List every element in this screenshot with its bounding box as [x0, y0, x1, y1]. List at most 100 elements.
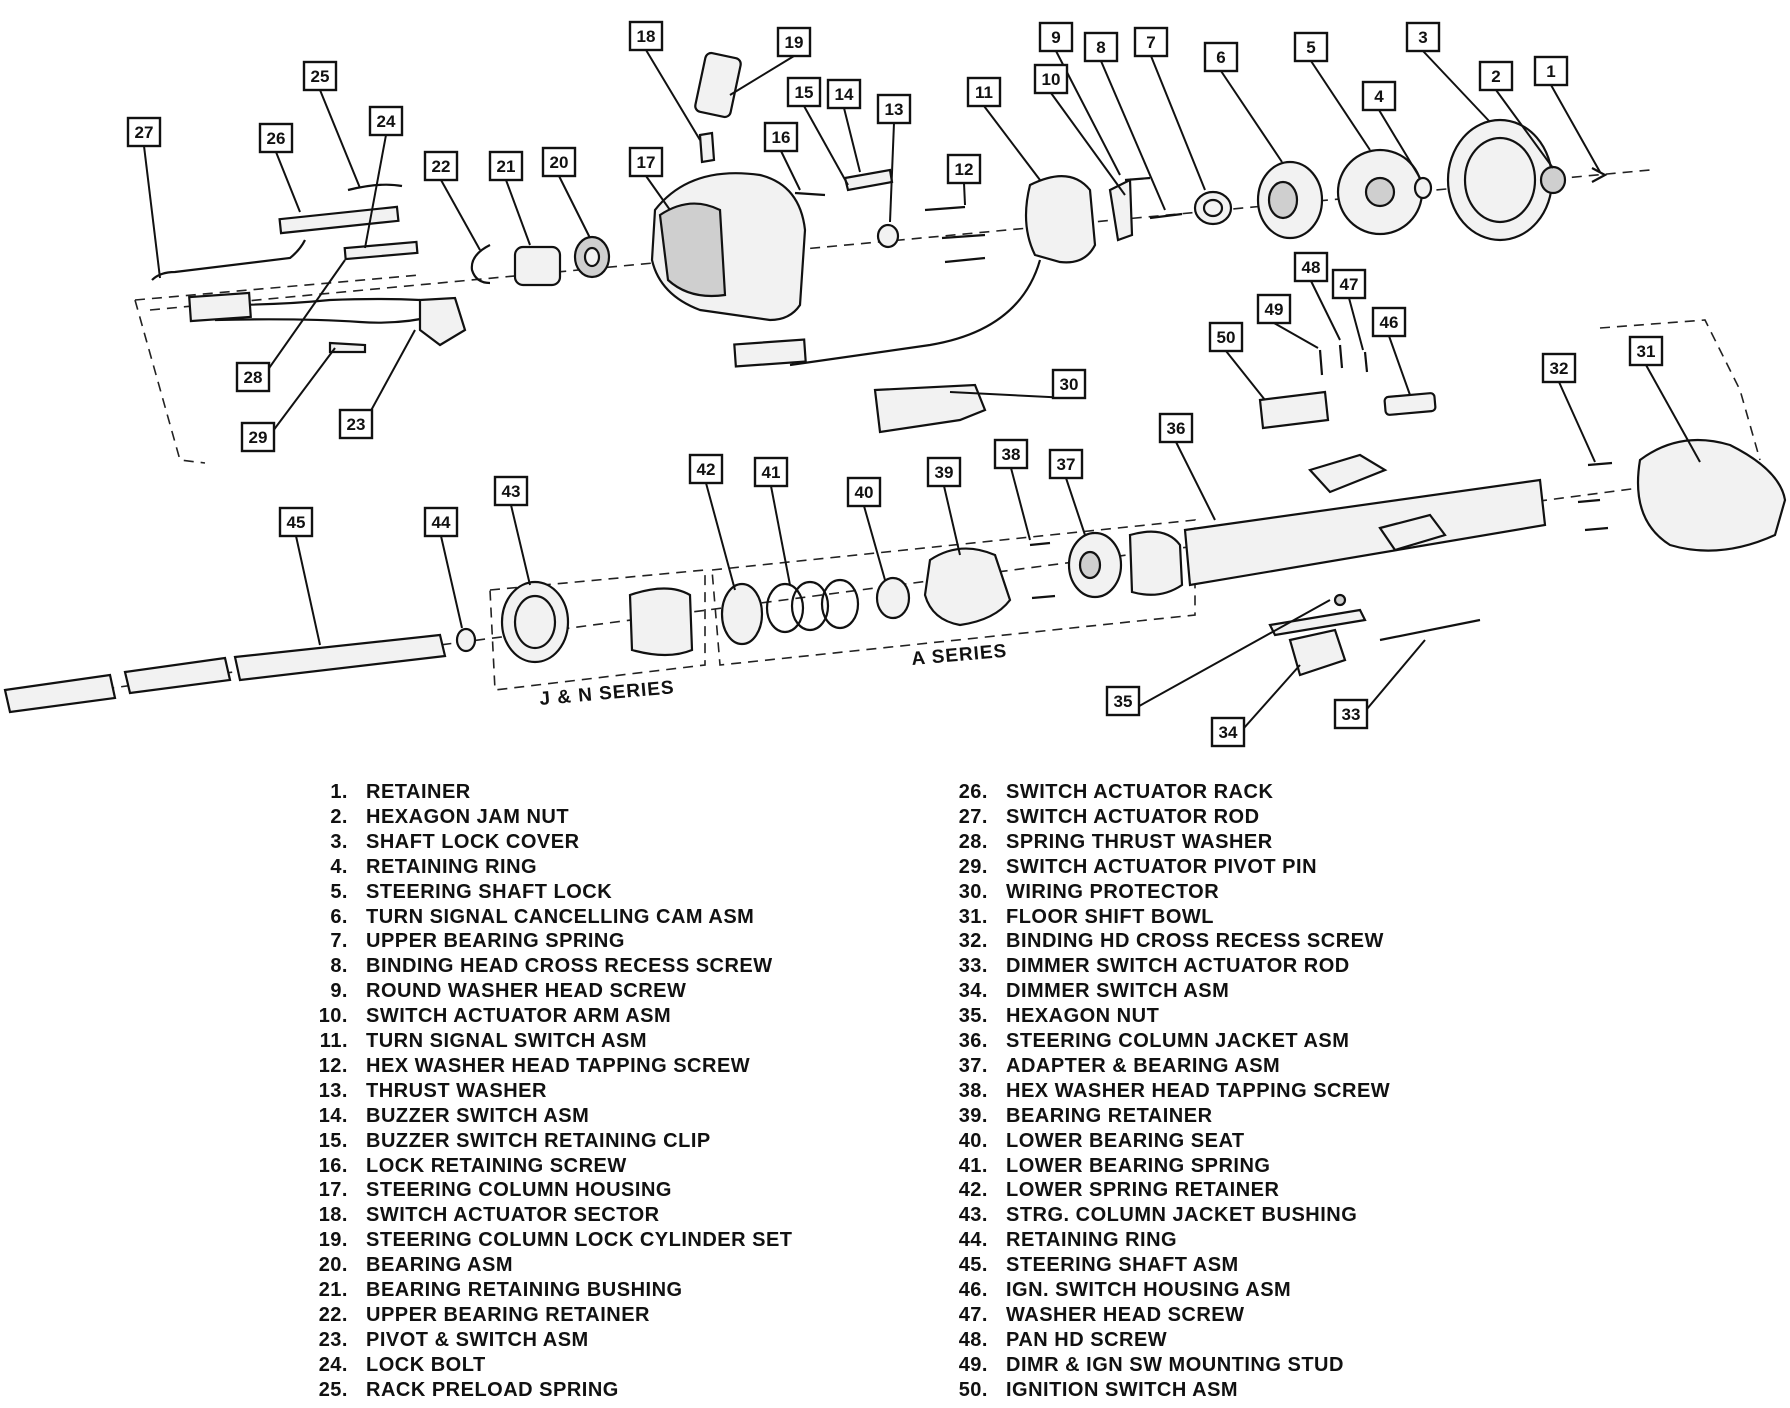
callout-box-35 — [1105, 685, 1141, 717]
callout-leader-16 — [780, 150, 801, 191]
legend-item-name: DIMR & IGN SW MOUNTING STUD — [1006, 1353, 1344, 1376]
callout-box-45 — [278, 506, 314, 538]
callout-box-18 — [628, 20, 664, 52]
legend-item-number: 37. — [958, 1054, 988, 1077]
switch-actuator-arm-asm — [1108, 178, 1134, 242]
callout-box-24 — [368, 105, 404, 137]
legend-item-name: ADAPTER & BEARING ASM — [1006, 1054, 1281, 1077]
legend-item-number: 20. — [318, 1254, 348, 1277]
legend-item-name: LOWER BEARING SEAT — [1006, 1129, 1245, 1152]
callout-leader-25 — [319, 89, 361, 189]
legend-item-number: 38. — [958, 1079, 988, 1102]
legend-item: 32. BINDING HD CROSS RECESS SCREW — [950, 929, 1570, 954]
legend-item-name: BUZZER SWITCH ASM — [366, 1104, 590, 1127]
legend-item-number: 17. — [318, 1179, 348, 1202]
bearing-retaining-bushing — [513, 245, 562, 287]
callout-box-46 — [1371, 306, 1407, 338]
callout-box-38 — [993, 438, 1029, 470]
legend-item-number: 9. — [330, 980, 348, 1003]
callout-box-10 — [1033, 63, 1069, 95]
legend-item: 6.TURN SIGNAL CANCELLING CAM ASM — [310, 905, 930, 930]
callout-number-25: 25 — [311, 67, 330, 86]
legend-item: 28.SPRING THRUST WASHER — [950, 830, 1570, 855]
legend-item-number: 44. — [958, 1229, 988, 1252]
legend-item: 20.BEARING ASM — [310, 1253, 930, 1278]
bearing-retainer — [923, 547, 1012, 627]
callout-number-16: 16 — [772, 128, 791, 147]
legend-item: 40.LOWER BEARING SEAT — [950, 1129, 1570, 1154]
callout-number-49: 49 — [1265, 300, 1284, 319]
steering-column-jacket-asm — [1183, 478, 1547, 587]
steering-shaft-lock-hub — [1364, 176, 1396, 208]
callout-number-19: 19 — [785, 33, 804, 52]
legend-item-number: 11. — [319, 1030, 348, 1052]
callout-box-26 — [258, 122, 294, 154]
turn-signal-switch-asm — [1024, 175, 1097, 264]
pan-hd-screw — [1338, 344, 1344, 369]
callout-number-11: 11 — [975, 83, 993, 102]
callout-number-41: 41 — [762, 463, 781, 482]
legend-item-number: 42. — [958, 1179, 988, 1202]
callout-box-22 — [423, 150, 459, 182]
pivot-switch-asm — [418, 296, 467, 347]
jn-series-sleeve — [628, 587, 694, 657]
turn-signal-connector — [733, 338, 807, 368]
jn-series-outline — [489, 569, 706, 691]
callout-box-9 — [1038, 21, 1074, 53]
callout-leader-40 — [863, 505, 886, 581]
hex-washer-screw-lower-1 — [1029, 541, 1051, 547]
legend-item: 48. PAN HD SCREW — [950, 1328, 1570, 1353]
callout-number-4: 4 — [1374, 87, 1384, 106]
retaining-ring-lower — [455, 627, 477, 653]
callout-number-32: 32 — [1550, 359, 1569, 378]
legend-item: 12.HEX WASHER HEAD TAPPING SCREW — [310, 1054, 930, 1079]
legend-item-name: UPPER BEARING RETAINER — [366, 1303, 650, 1326]
callout-box-8 — [1083, 31, 1119, 63]
legend-item-number: 6. — [330, 905, 348, 928]
a-series-label: A SERIES — [911, 641, 1008, 670]
legend-item: 25.RACK PRELOAD SPRING — [310, 1378, 930, 1403]
hex-washer-screw-lower-2 — [1031, 594, 1056, 600]
legend-item-name: WASHER HEAD SCREW — [1006, 1303, 1245, 1326]
dimmer-switch-asm — [1288, 628, 1347, 677]
strg-column-jacket-bushing — [500, 580, 570, 664]
dimmer-switch-actuator-rod — [1379, 618, 1481, 642]
retaining-ring-upper — [1413, 176, 1433, 200]
legend-item-number: 32. — [958, 930, 988, 953]
legend-item: 29.SWITCH ACTUATOR PIVOT PIN — [950, 855, 1570, 880]
legend-item-name: SWITCH ACTUATOR ROD — [1006, 805, 1260, 828]
legend-item: 31.FLOOR SHIFT BOWL — [950, 905, 1570, 930]
callout-box-16 — [763, 121, 799, 153]
legend-item-name: IGN. SWITCH HOUSING ASM — [1006, 1279, 1292, 1301]
callout-box-48 — [1293, 251, 1329, 283]
callout-leader-35 — [1122, 599, 1331, 716]
callout-leader-4 — [1378, 109, 1421, 179]
callout-box-15 — [786, 76, 822, 108]
callout-number-10: 10 — [1042, 70, 1061, 89]
callout-box-28 — [235, 361, 271, 393]
callout-box-2 — [1478, 60, 1514, 92]
legend-item-number: 15. — [318, 1129, 348, 1152]
legend-item-name: SWITCH ACTUATOR RACK — [1006, 781, 1274, 803]
legend-item-name: RETAINING RING — [1006, 1229, 1178, 1252]
legend-item-name: SHAFT LOCK COVER — [366, 830, 580, 853]
legend-item-number: 19. — [318, 1229, 348, 1252]
dimmer-bracket — [1268, 608, 1367, 637]
callout-box-47 — [1331, 268, 1367, 300]
legend-item: 7.UPPER BEARING SPRING — [310, 929, 930, 954]
legend-item-name: STRG. COLUMN JACKET BUSHING — [1006, 1204, 1358, 1227]
callout-box-23 — [338, 408, 374, 440]
callout-box-13 — [876, 93, 912, 125]
callout-box-6 — [1203, 41, 1239, 73]
legend-item-name: PAN HD SCREW — [1006, 1328, 1168, 1351]
callout-number-33: 33 — [1342, 705, 1361, 724]
legend-item: 14.BUZZER SWITCH ASM — [310, 1104, 930, 1129]
callout-number-38: 38 — [1002, 445, 1021, 464]
legend-item: 47.WASHER HEAD SCREW — [950, 1303, 1570, 1328]
legend-item-number: 49. — [958, 1353, 988, 1376]
legend-item-name: BINDING HD CROSS RECESS SCREW — [1006, 930, 1384, 953]
lower-bearing-spring-1 — [765, 582, 805, 634]
legend-item: 41.LOWER BEARING SPRING — [950, 1154, 1570, 1179]
legend-item-number: 48. — [958, 1328, 988, 1351]
